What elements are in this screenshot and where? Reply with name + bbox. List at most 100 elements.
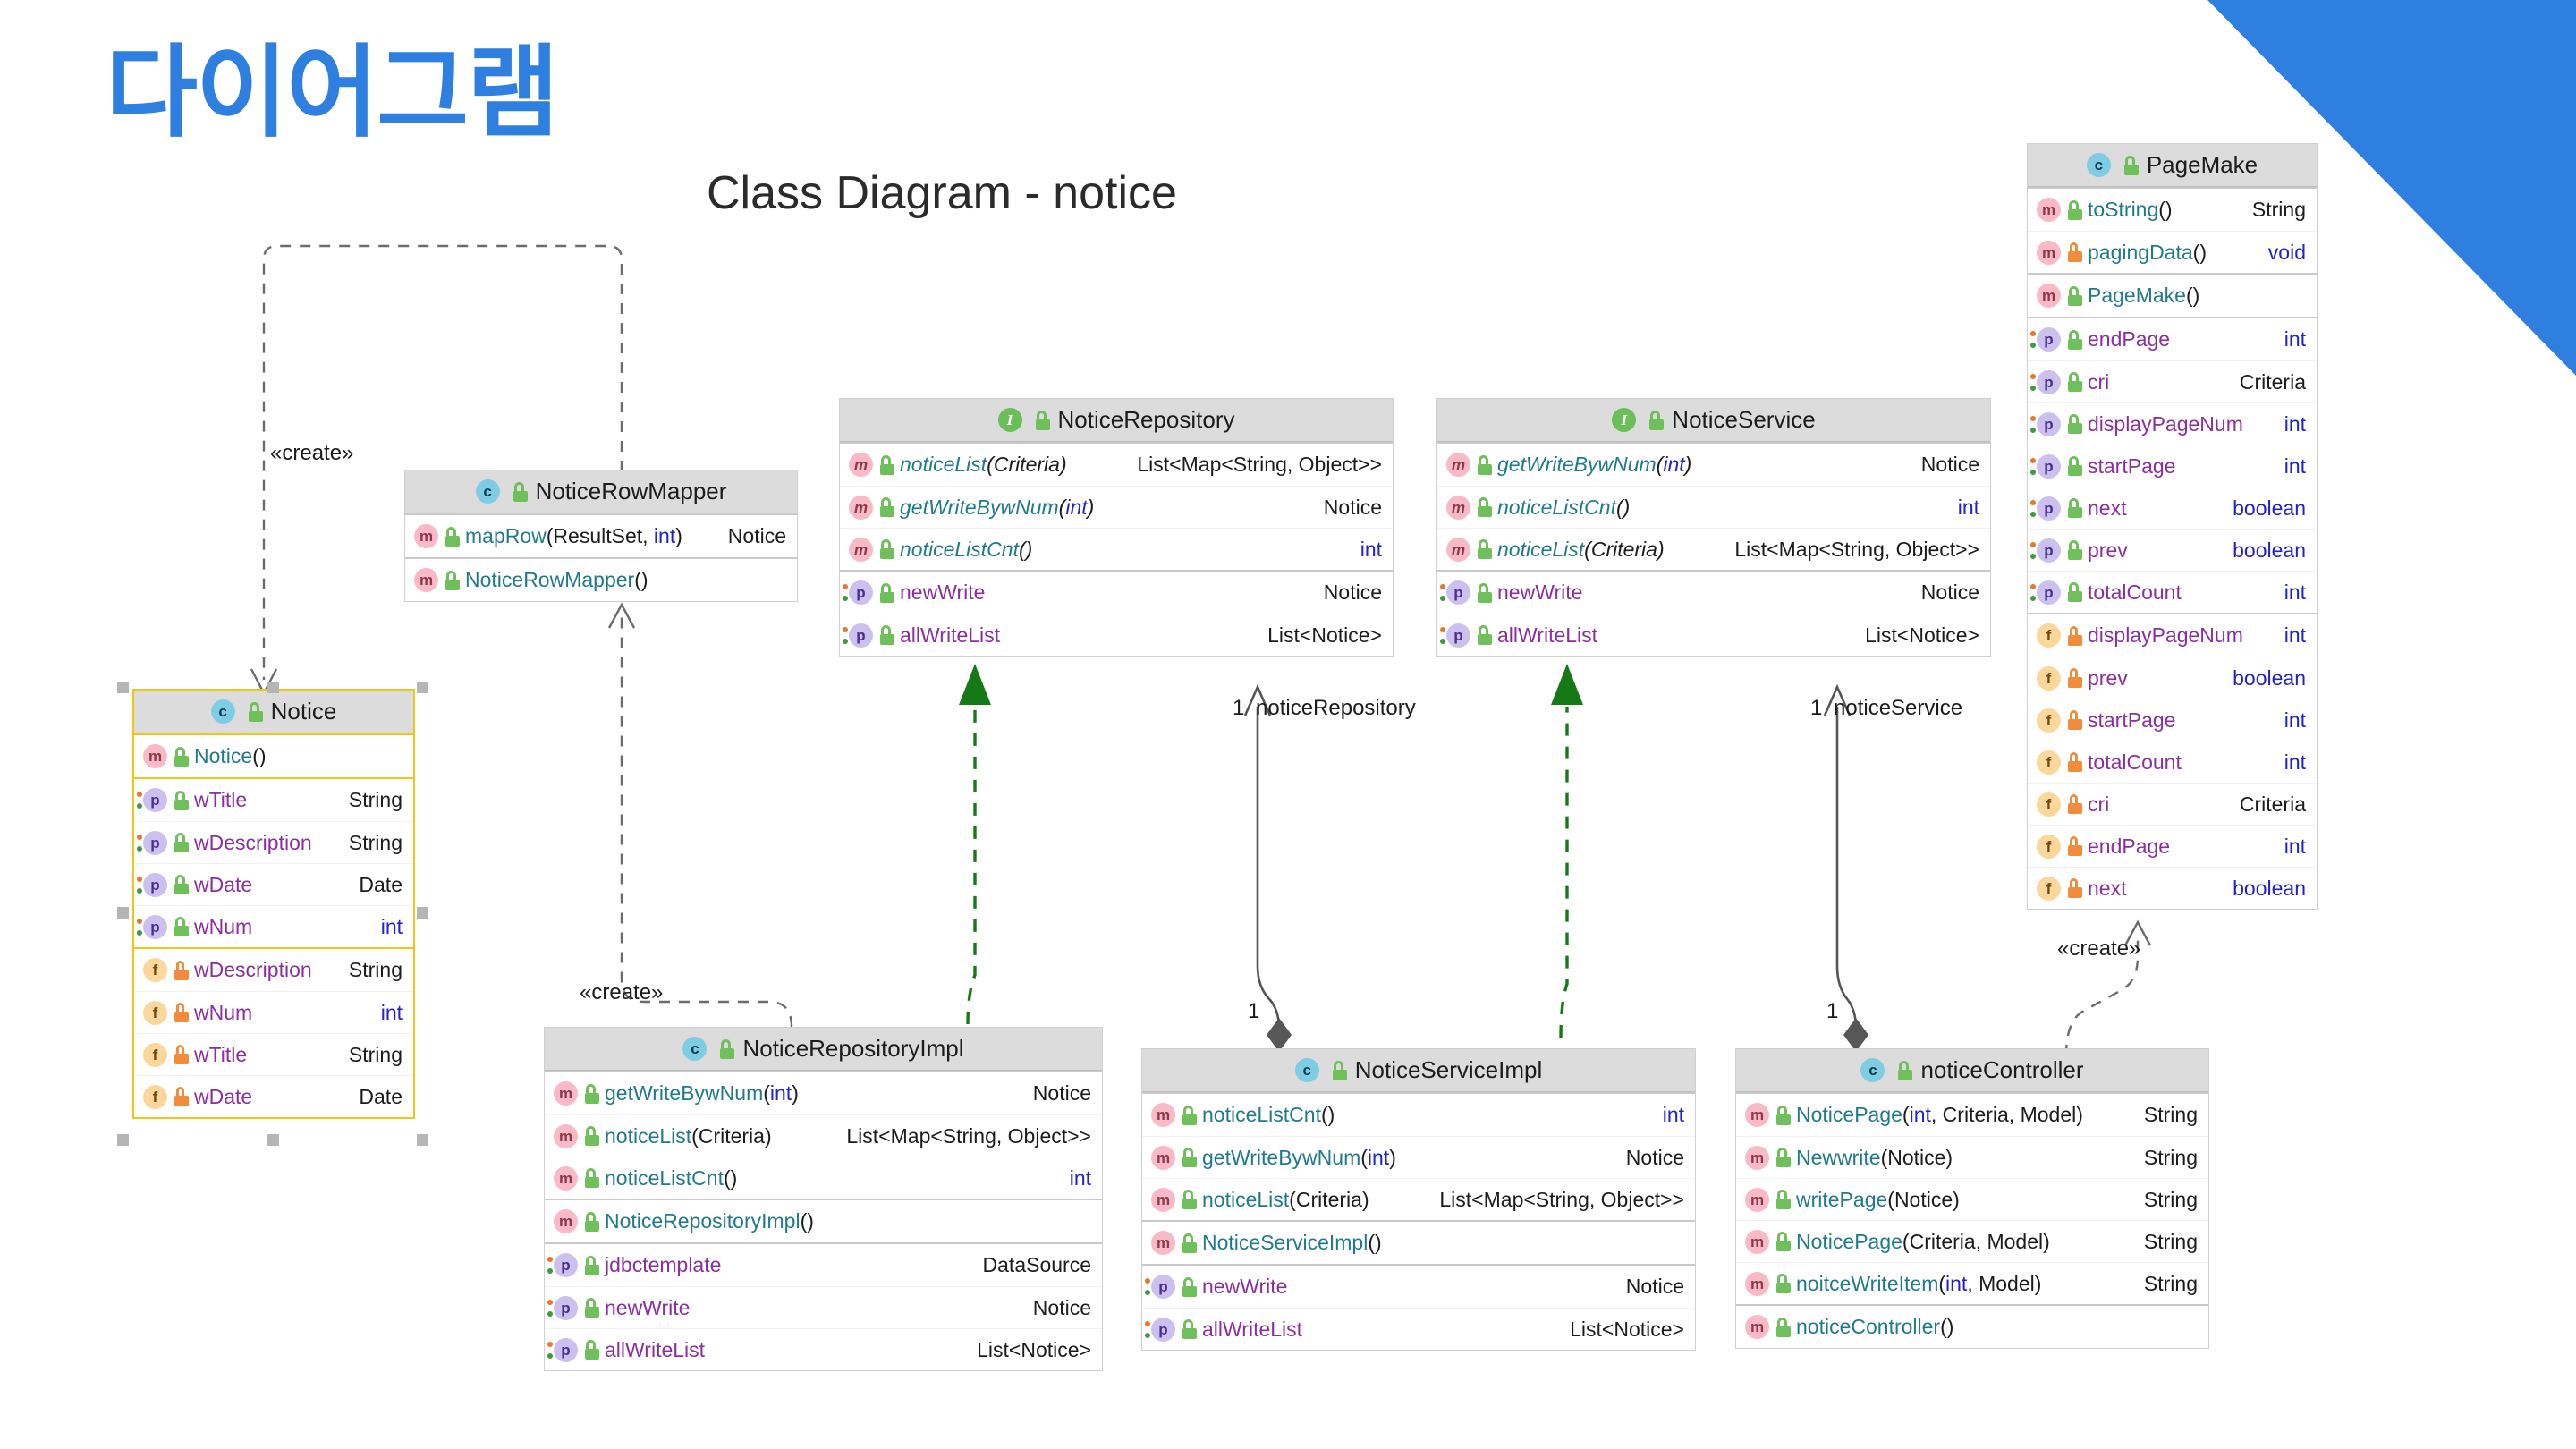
role-notice-repository: noticeRepository (1256, 696, 1416, 720)
field-icon: f (143, 1000, 167, 1025)
member-name: allWriteList (1202, 1317, 1303, 1341)
property-icon: p (843, 580, 873, 605)
unlock-icon (878, 539, 896, 559)
selection-handle[interactable] (417, 1134, 428, 1146)
unlock-icon (173, 875, 191, 894)
label-create-rowmapper-notice: «create» (270, 441, 354, 465)
selection-handle[interactable] (417, 682, 428, 693)
selection-handle[interactable] (267, 1134, 279, 1146)
unlock-icon (1476, 454, 1494, 475)
member-name: NoticeRepositoryImpl() (605, 1209, 814, 1233)
selection-handle[interactable] (117, 682, 129, 693)
property-marker-dots (1145, 1320, 1150, 1339)
member-name: totalCount (2088, 580, 2182, 604)
method-icon: m (1745, 1315, 1769, 1339)
selection-handle[interactable] (267, 682, 279, 693)
member-type: Date (359, 872, 402, 896)
member-row[interactable]: m noticeController() (1736, 1306, 2208, 1348)
property-icon: p (2030, 411, 2061, 436)
field-icon: f (143, 1042, 167, 1067)
property-icon: p (1145, 1275, 1175, 1299)
member-type: String (2143, 1229, 2198, 1253)
selection-handle[interactable] (417, 907, 428, 919)
class-name: Notice (270, 698, 337, 724)
member-type: int (2284, 623, 2306, 647)
selection-handle[interactable] (117, 1134, 129, 1146)
unlock-icon (1648, 410, 1665, 430)
lock-icon (2066, 878, 2084, 898)
member-name: noticeController() (1796, 1315, 1954, 1338)
selection-handle[interactable] (117, 907, 129, 919)
member-type: String (348, 830, 402, 854)
member-name: startPage (2088, 453, 2176, 478)
association-serviceimpl-to-repository (1243, 683, 1292, 1052)
